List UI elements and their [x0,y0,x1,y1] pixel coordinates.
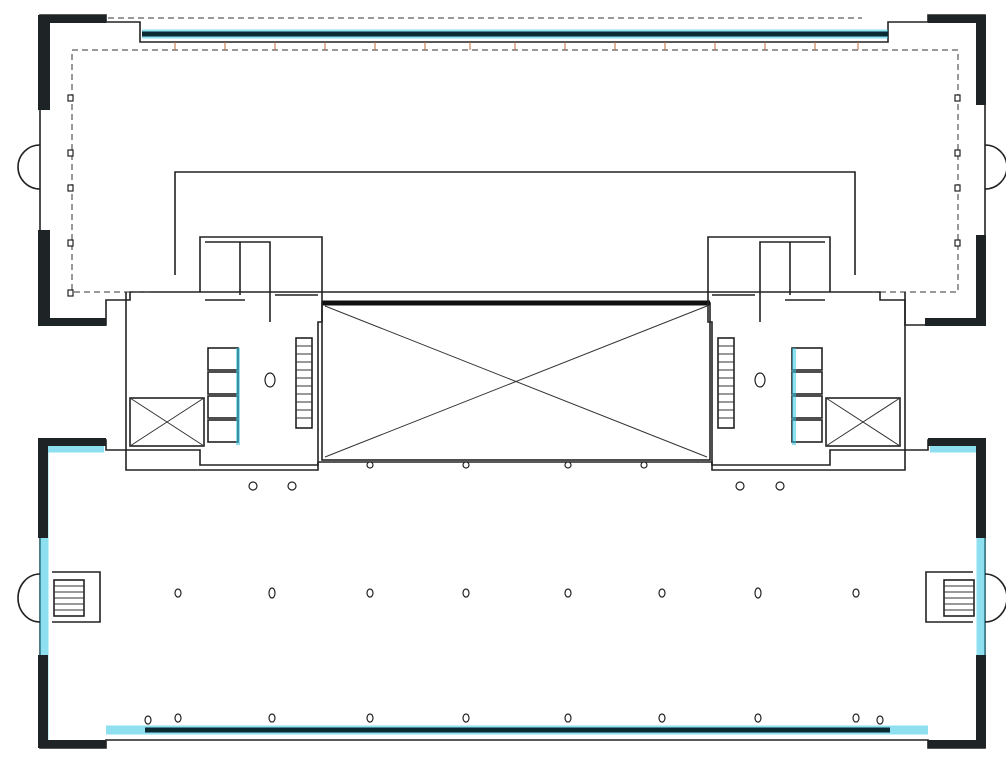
west-entry-2 [287,481,297,491]
corner-block-sw-side [38,230,50,325]
lower-column-row-mid [174,587,860,599]
east-shaft-x2 [825,397,901,447]
lower-corner-ne-side [976,438,986,538]
west-cubicle-3 [207,395,239,419]
central-void [321,300,711,461]
lower-stair-west-treads [54,585,84,611]
east-cubicle-2 [791,371,823,395]
lower-corner-ne [928,438,986,446]
west-rooms [205,241,318,322]
corner-block-ne-side [976,15,986,105]
lower-corner-sw-side [38,655,48,748]
upper-wing-outline [39,14,986,326]
upper-bay-west [17,144,41,190]
west-stair-treads [296,345,312,419]
east-cubicle-4 [791,419,823,443]
upper-mullions [174,42,859,50]
atrium-edge-columns [366,461,648,469]
east-rooms [712,241,825,322]
corner-block-se-side [976,235,986,325]
west-shaft [129,397,205,447]
east-core [707,236,906,491]
west-core-column [264,372,276,388]
upper-studs [67,94,961,297]
corner-block-sw [38,318,106,326]
east-cubicle-1 [791,347,823,371]
void-cross-b [324,305,708,458]
upper-bay-east [984,144,1006,190]
corner-block-nw-side [38,15,50,110]
east-core-outline [707,236,906,466]
west-cubicle-2 [207,371,239,395]
west-shaft-x2 [129,397,205,447]
lower-column-row-south [144,713,884,725]
lower-corner-se-side [976,655,986,748]
lower-bay-east [925,571,1006,623]
lower-corner-nw-side [38,438,48,538]
east-core-column [754,372,766,388]
upper-inner-partition [174,171,856,275]
lower-wing [17,438,1006,749]
west-stair [295,337,313,429]
east-cubicle-3 [791,395,823,419]
east-stair-treads [718,345,734,419]
lower-corner-sw [38,740,106,748]
west-entry-1 [248,481,258,491]
lower-bay-west [17,571,101,623]
lower-stair-east-treads [944,585,974,611]
west-cubicle-1 [207,347,239,371]
west-core-outline [125,236,323,466]
west-core [125,236,323,491]
east-entry-2 [775,481,785,491]
east-stair [717,337,735,429]
lower-wing-outline [39,439,986,749]
east-shaft [825,397,901,447]
upper-wing [17,14,1006,326]
corner-block-ne [928,15,986,23]
lower-corner-se [928,740,986,748]
east-entry-1 [735,481,745,491]
lower-corner-nw [38,438,106,446]
corner-block-se [925,318,986,326]
corner-block-nw [38,15,106,23]
upper-wing-inner-dash [71,49,959,293]
west-cubicle-4 [207,419,239,443]
